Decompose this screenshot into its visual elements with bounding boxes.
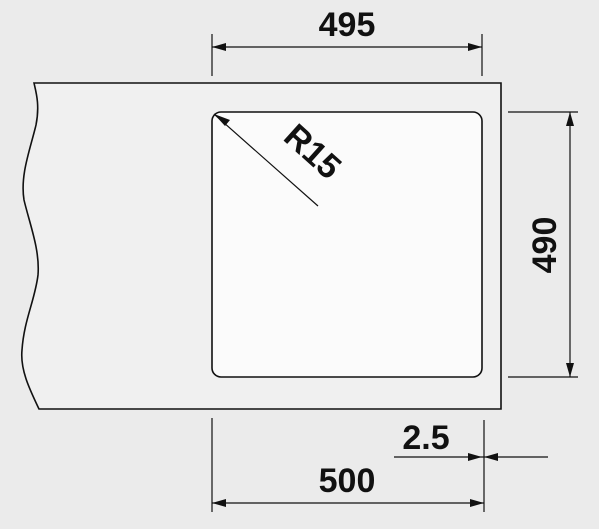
arrow-left-icon	[212, 43, 226, 51]
height-dimension: 490	[508, 111, 578, 378]
offset-dimension: 2.5	[394, 419, 548, 461]
sink-bowl	[211, 111, 483, 378]
arrow-up-icon	[566, 112, 574, 126]
bottom-width-label: 500	[319, 462, 376, 500]
arrow-right-icon	[470, 499, 484, 507]
arrow-corner-icon	[214, 114, 230, 126]
bottom-width-dimension: 500	[211, 418, 485, 512]
offset-label: 2.5	[402, 419, 449, 457]
arrow-left-icon	[484, 453, 498, 461]
arrow-down-icon	[566, 363, 574, 377]
height-label: 490	[526, 217, 564, 274]
top-width-dimension: 495	[211, 6, 483, 76]
arrow-right-icon	[468, 453, 482, 461]
top-width-label: 495	[319, 6, 376, 44]
arrow-left-icon	[212, 499, 226, 507]
arrow-right-icon	[468, 43, 482, 51]
